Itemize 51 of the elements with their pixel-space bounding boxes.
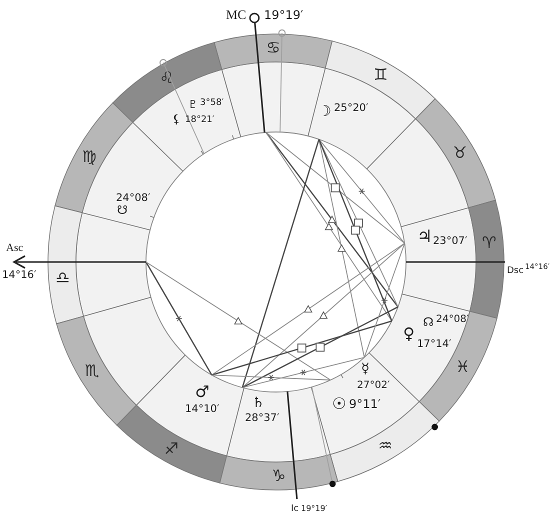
- zodiac-segment: [324, 40, 436, 120]
- angle-label: Asc: [6, 243, 24, 254]
- zodiac-sign: ♋: [266, 40, 280, 56]
- zodiac-sign: ♐: [164, 440, 179, 457]
- zodiac-segment: [219, 453, 339, 491]
- zodiac-sign: ♑: [272, 468, 286, 484]
- angle-label: MC: [226, 8, 246, 21]
- degree-label: 14°16′: [2, 270, 36, 280]
- zodiac-segment: [415, 98, 497, 209]
- zodiac-segment: [55, 315, 137, 426]
- planet-symbol: ⚸: [172, 113, 181, 125]
- zodiac-sign: ♉: [452, 144, 468, 161]
- degree-label: 19°19′: [301, 505, 328, 513]
- planet-symbol: ♀: [403, 326, 415, 342]
- degree-label: 14°10′: [185, 404, 220, 414]
- zodiac-sign: ♓: [456, 358, 470, 375]
- planet-symbol: ☿: [361, 362, 370, 376]
- planet-symbol: ♂: [195, 384, 210, 400]
- zodiac-segment: [112, 41, 223, 123]
- planet-symbol: ☋: [117, 204, 128, 216]
- zodiac-sign: ♏: [84, 363, 100, 380]
- degree-label: 23°07′: [433, 236, 468, 246]
- planet-symbol: ♇: [188, 99, 198, 110]
- degree-label: 18°21′: [185, 116, 214, 125]
- degree-label: 25°20′: [334, 103, 368, 114]
- zodiac-sign: ♈: [482, 234, 496, 251]
- angle-label: Ic: [291, 505, 299, 514]
- zodiac-sign: ♌: [159, 70, 174, 86]
- angle-label: Dsc: [507, 267, 524, 276]
- degree-label: 19°19′: [264, 9, 304, 21]
- degree-label: 24°08′: [116, 193, 150, 204]
- zodiac-sign: ♊: [373, 67, 388, 84]
- zodiac-segment: [47, 205, 85, 325]
- planet-symbol: ☽: [318, 104, 332, 119]
- planet-symbol: ☉: [332, 396, 346, 412]
- zodiac-segment: [467, 199, 505, 319]
- zodiac-sign: ♒: [378, 438, 393, 454]
- planet-symbol: ☊: [423, 316, 434, 328]
- degree-label: 9°11′: [349, 398, 381, 410]
- planet-symbol: ♄: [252, 396, 265, 410]
- zodiac-sign: ♍: [82, 149, 96, 166]
- degree-label: 17°14′: [417, 339, 452, 350]
- zodiac-sign: ♎: [55, 270, 70, 286]
- degree-label: 3°58′: [200, 99, 224, 108]
- zodiac-segment: [116, 404, 228, 484]
- planet-symbol: ♃: [417, 229, 432, 246]
- degree-label: 24°08′: [436, 315, 469, 325]
- zodiac-segment: [213, 33, 333, 71]
- degree-label: 28°37′: [245, 413, 280, 424]
- degree-label: 27°02′: [357, 381, 390, 391]
- zodiac-segment: [418, 310, 498, 422]
